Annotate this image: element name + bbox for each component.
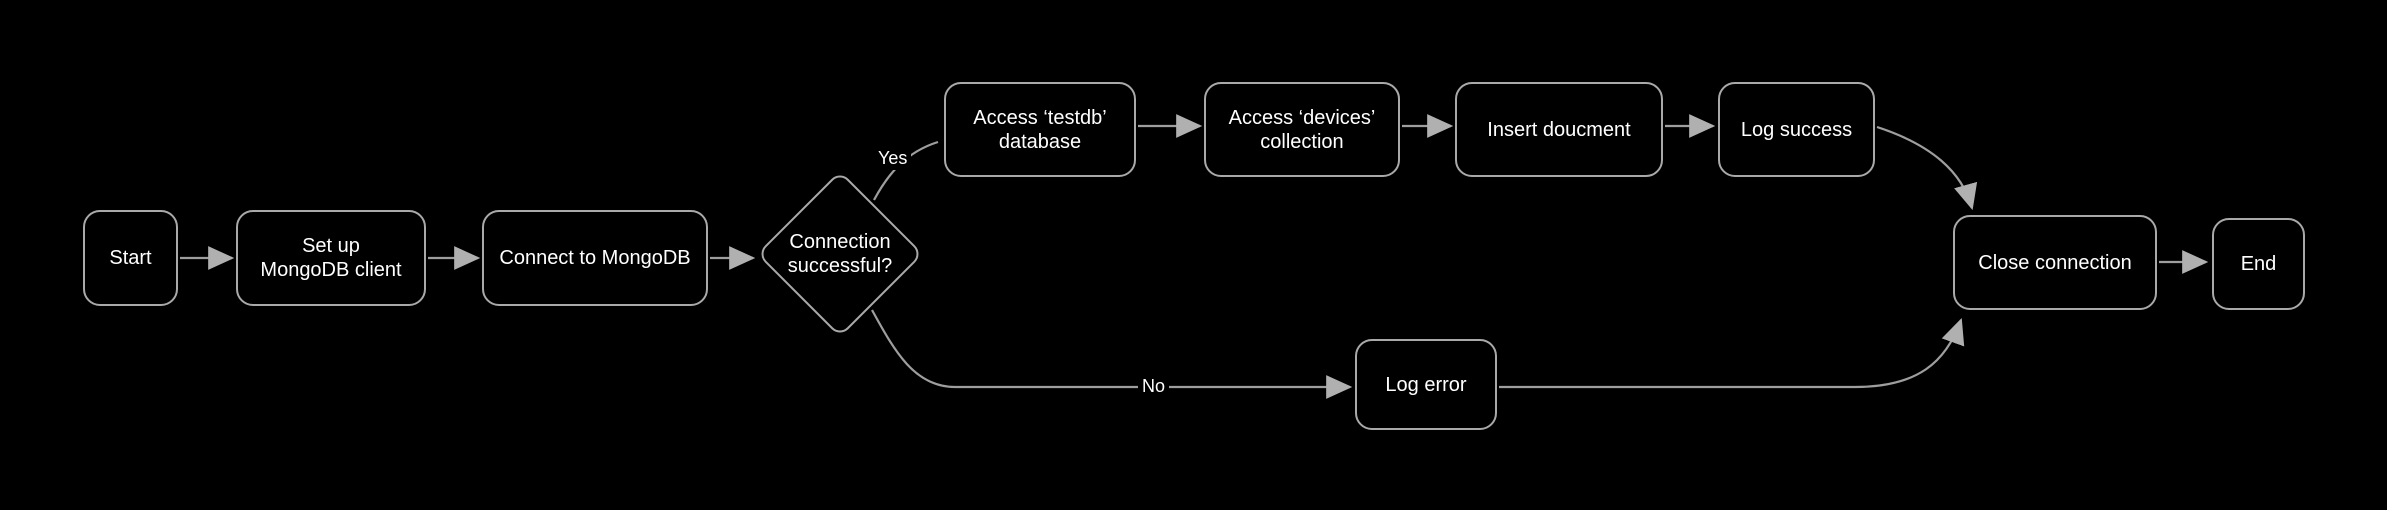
node-access-devices-collection: Access ‘devices’ collection	[1204, 82, 1400, 177]
node-access-testdb-database: Access ‘testdb’ database	[944, 82, 1136, 177]
edge-label-yes: Yes	[874, 147, 912, 170]
node-setup-mongodb-client: Set up MongoDB client	[236, 210, 426, 306]
node-devices-label: Access ‘devices’ collection	[1228, 106, 1376, 153]
node-connect-label: Connect to MongoDB	[499, 247, 691, 269]
node-log-error-label: Log error	[1385, 373, 1467, 396]
node-insert-label: Insert doucment	[1487, 118, 1631, 141]
node-log-success: Log success	[1718, 82, 1875, 177]
node-start: Start	[83, 210, 178, 306]
node-close-connection: Close connection	[1953, 215, 2157, 310]
node-insert-document: Insert doucment	[1455, 82, 1663, 177]
node-connect-to-mongodb: Connect to MongoDB	[482, 210, 708, 306]
node-end-label: End	[2240, 253, 2277, 275]
node-setup-label: Set up MongoDB client	[260, 235, 402, 281]
edge-logerror-close	[1499, 317, 1965, 389]
node-log-success-label: Log success	[1740, 118, 1853, 141]
node-decision-connection-successful: Connection successful?	[756, 170, 924, 338]
node-close-label: Close connection	[1978, 251, 2132, 274]
node-start-label: Start	[109, 247, 152, 269]
edge-label-no: No	[1138, 375, 1170, 398]
node-testdb-label: Access ‘testdb’ database	[973, 106, 1107, 153]
edge-logsuccess-close	[1876, 125, 1978, 211]
edge-decision-logerror-no	[871, 309, 1353, 399]
node-decision-label: Connection successful?	[787, 231, 893, 277]
node-log-error: Log error	[1355, 339, 1497, 430]
node-end: End	[2212, 218, 2305, 310]
